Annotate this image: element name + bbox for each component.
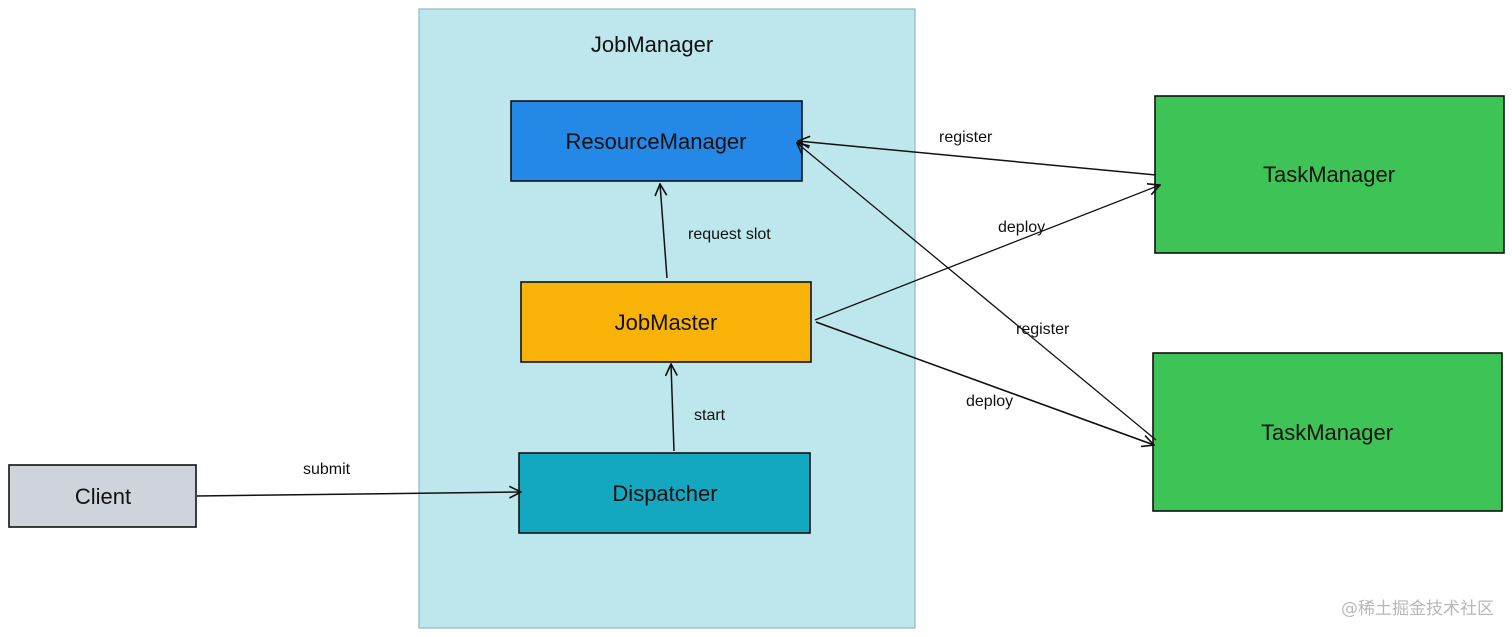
taskmanager-label-2: TaskManager [1261,420,1393,445]
edge-register-2-label: register [1016,321,1070,338]
taskmanager-box-2[interactable] [1152,352,1503,512]
edge-submit-label: submit [303,461,351,478]
resourcemanager-node[interactable]: ResourceManager [510,100,803,182]
edge-start[interactable] [671,364,674,452]
client-node[interactable]: Client [8,464,197,528]
edge-deploy-1[interactable] [814,185,1160,321]
edge-request-slot-label: request slot [688,226,771,243]
jobmanager-title: JobManager [591,32,713,57]
edge-register-1[interactable] [798,141,1157,176]
taskmanager-box-1[interactable] [1154,95,1505,254]
edge-start-label: start [694,407,726,424]
client-box[interactable] [8,464,197,528]
edge-register-1-label: register [939,129,993,146]
edge-deploy-2-label: deploy [966,393,1013,410]
watermark-text: @稀土掘金技术社区 [1341,599,1494,619]
edges: submit start request slot register deplo… [196,129,1160,496]
dispatcher-box[interactable] [518,452,811,534]
dispatcher-label: Dispatcher [612,481,717,506]
edge-request-slot[interactable] [660,184,668,279]
resourcemanager-label: ResourceManager [566,129,747,154]
taskmanager-label-1: TaskManager [1263,162,1395,187]
jobmaster-node[interactable]: JobMaster [520,281,812,363]
dispatcher-node[interactable]: Dispatcher [518,452,811,534]
edge-deploy-1-label: deploy [998,219,1045,236]
edge-submit[interactable] [196,492,521,496]
jobmaster-box[interactable] [520,281,812,363]
resourcemanager-box[interactable] [510,100,803,182]
client-label: Client [75,484,131,509]
jobmaster-label: JobMaster [615,310,718,335]
edge-register-2[interactable] [797,143,1157,441]
taskmanager-node-2[interactable]: TaskManager [1152,352,1503,512]
taskmanager-node-1[interactable]: TaskManager [1154,95,1505,254]
edge-deploy-2[interactable] [815,321,1154,445]
